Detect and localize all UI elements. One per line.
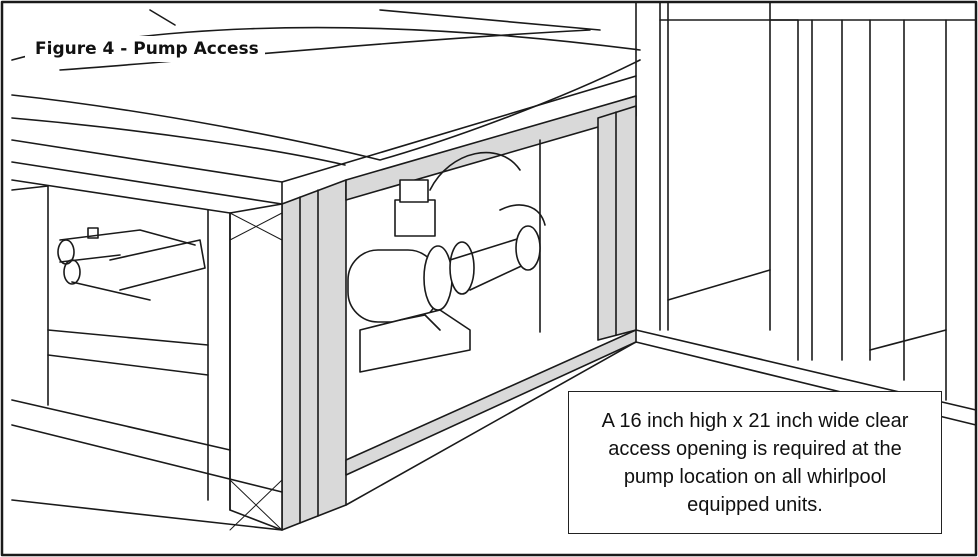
left-pipes [47,227,209,376]
left-panel [11,185,283,531]
access-opening-note-text: A 16 inch high x 21 inch wide clear acce… [601,409,909,516]
opening-frame [345,95,637,506]
corner-post [281,179,347,531]
pump-motor [347,151,546,373]
figure-caption: Figure 4 - Pump Access [25,36,265,62]
access-opening-note: A 16 inch high x 21 inch wide clear acce… [568,391,942,534]
wall-studs [635,1,977,401]
